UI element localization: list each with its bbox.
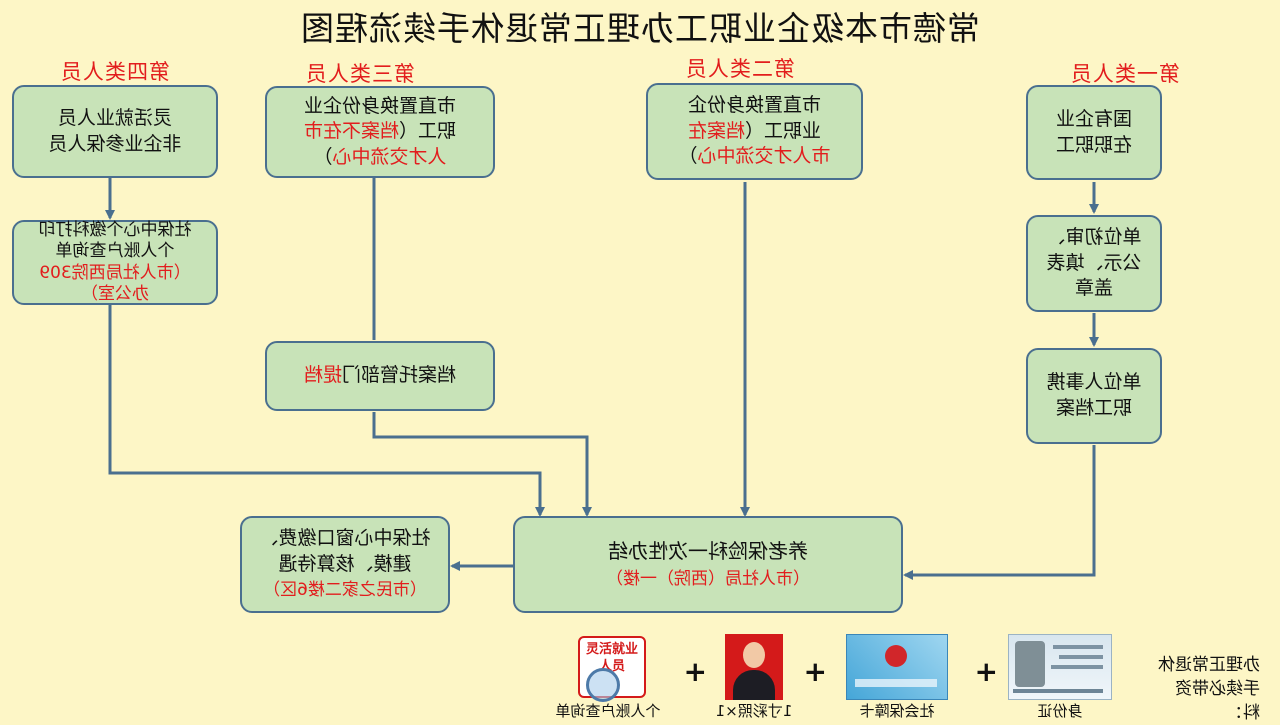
id-card-icon: [1008, 634, 1112, 700]
social-security-card-icon: [846, 634, 948, 700]
magnifier-icon: [586, 668, 620, 702]
plus-sign-3: +: [683, 655, 707, 688]
id-photo-portrait: [1015, 641, 1045, 687]
c4-start-box: 灵活就业人员非企业参保人员: [12, 85, 218, 178]
arrow-c3-to-main: [372, 412, 592, 517]
arrow-c1-to-main: [903, 445, 1096, 580]
final-step-box: 社保中心窗口缴费、 建模、核算待遇 （市民之家二楼6区）: [240, 516, 450, 613]
query-form-caption: 个人账户查询单: [555, 702, 661, 720]
main-process-box: 养老保险科一次性办结 （市人社局（西院）一楼）: [513, 516, 903, 613]
c3-step2-box: 档案托管部门提档: [265, 341, 495, 411]
c3-start-box: 市直置换身份企业 职工（档案不在市 人才交流中心）: [265, 86, 495, 178]
c4-step2-box: 社保中心个缴科打印 个人账户查询单 （市人社局西院309 办公室）: [12, 220, 218, 305]
id-card-caption: 身份证: [1037, 702, 1083, 720]
emblem-icon: [885, 645, 907, 667]
plus-sign-2: +: [803, 655, 827, 688]
c1-start-box: 国有企业在职职工: [1026, 85, 1162, 180]
photo-icon: [725, 634, 783, 700]
c2-start-box: 市直置换身份企 业职工（档案在 市人才交流中心）: [646, 83, 863, 180]
materials-heading: 办理正常退休手续必带资料：: [1158, 655, 1260, 723]
plus-sign-1: +: [974, 655, 998, 688]
arrow-c4-to-main: [108, 305, 545, 517]
c1-step3-box: 单位人事携职工档案: [1026, 348, 1162, 444]
query-form-icon: 灵活就业人员: [578, 636, 646, 702]
social-security-card-caption: 社会保障卡: [859, 702, 935, 720]
photo-caption: 1寸彩照×1: [715, 702, 793, 720]
c1-step2-box: 单位初审、公示、填表盖章: [1026, 215, 1162, 312]
